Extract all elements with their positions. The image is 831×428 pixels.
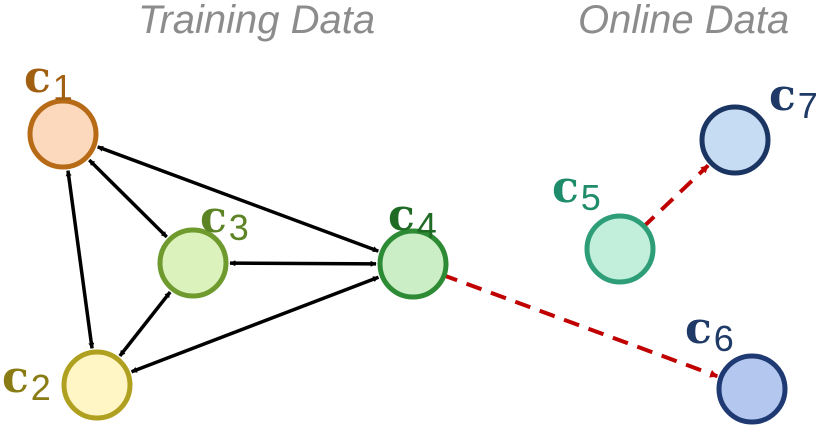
node-label-index: 1 bbox=[53, 67, 73, 108]
node-label-index: 7 bbox=[798, 85, 818, 126]
node-label-letter: c bbox=[2, 352, 29, 403]
edge-c1-c2 bbox=[65, 170, 95, 349]
online-data-title: Online Data bbox=[578, 0, 790, 42]
node-label-index: 2 bbox=[31, 367, 51, 408]
edges-layer bbox=[65, 145, 719, 379]
node-label-c4: c4 bbox=[388, 190, 437, 246]
node-label-c7: c7 bbox=[769, 70, 818, 126]
node-c5 bbox=[584, 213, 656, 285]
node-label-index: 5 bbox=[581, 177, 601, 218]
node-label-c3: c3 bbox=[200, 192, 249, 248]
node-label-c2: c2 bbox=[2, 352, 51, 408]
edge-c5-c7 bbox=[641, 164, 710, 230]
node-c3 bbox=[157, 227, 229, 299]
node-label-c6: c6 bbox=[685, 303, 734, 359]
edge-c1-c4 bbox=[97, 145, 379, 253]
node-c4 bbox=[377, 228, 449, 300]
node-label-letter: c bbox=[200, 192, 227, 243]
node-label-letter: c bbox=[685, 303, 712, 354]
node-c6 bbox=[716, 353, 788, 425]
node-c1 bbox=[27, 98, 99, 170]
node-label-letter: c bbox=[552, 162, 579, 213]
node-c2 bbox=[61, 349, 133, 421]
node-label-index: 4 bbox=[417, 205, 437, 246]
node-label-index: 3 bbox=[229, 207, 249, 248]
edge-c4-c6 bbox=[441, 272, 719, 379]
node-label-index: 6 bbox=[714, 318, 734, 359]
node-c7 bbox=[699, 104, 771, 176]
node-label-letter: c bbox=[388, 190, 415, 241]
node-label-c1: c1 bbox=[24, 52, 73, 108]
edge-c2-c4 bbox=[130, 275, 380, 374]
edge-c1-c3 bbox=[88, 158, 168, 239]
nodes-layer bbox=[27, 98, 788, 425]
node-label-c5: c5 bbox=[552, 162, 601, 218]
training-data-title: Training Data bbox=[138, 0, 376, 42]
node-label-letter: c bbox=[769, 70, 796, 121]
edge-c3-c4 bbox=[229, 260, 377, 267]
node-label-letter: c bbox=[24, 52, 51, 103]
edge-c2-c3 bbox=[118, 290, 172, 358]
